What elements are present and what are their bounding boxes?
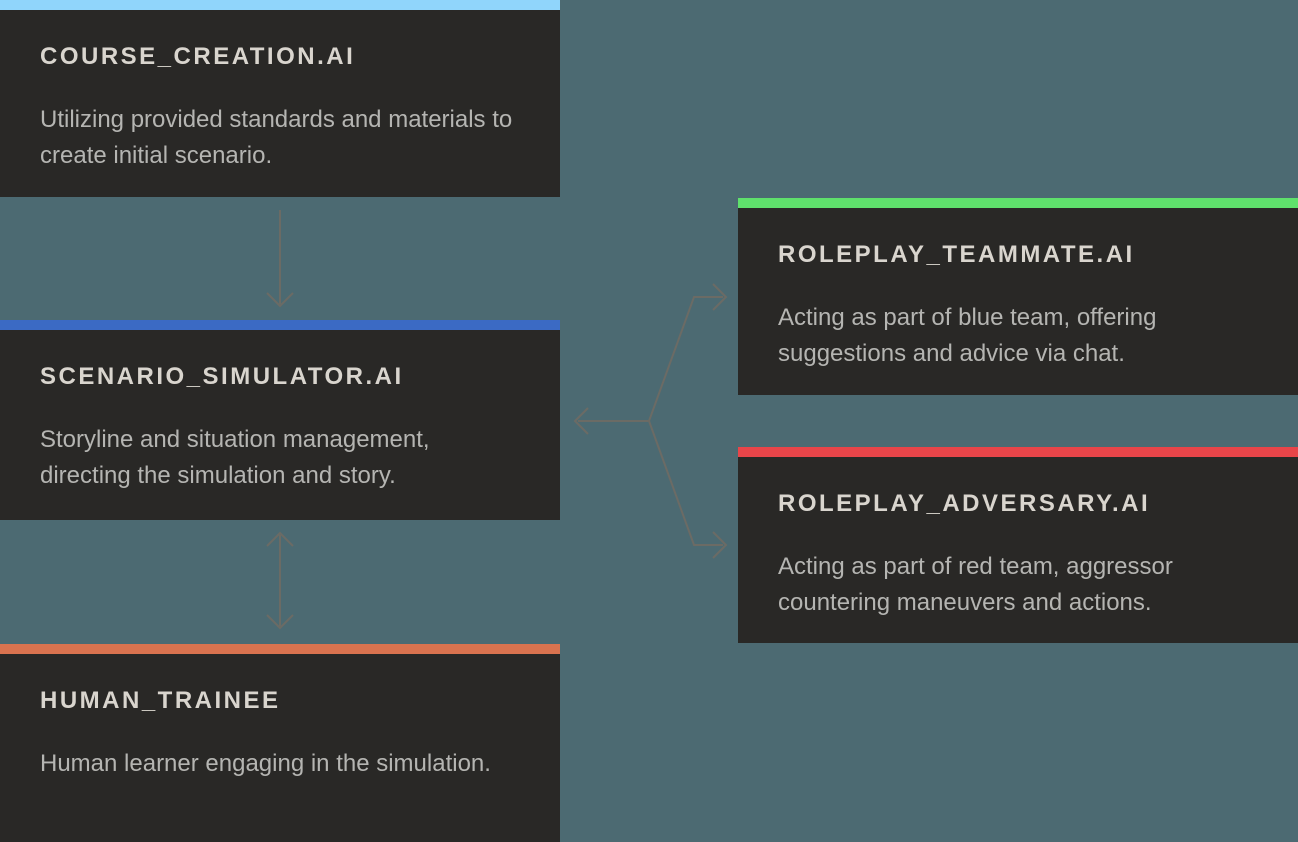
card-description: Storyline and situation management, dire… [40, 426, 430, 489]
arrow-branch-to-teammate [648, 283, 728, 422]
card-roleplay-teammate: ROLEPLAY_TEAMMATE.AI Acting as part of b… [738, 198, 1298, 395]
card-course-creation: COURSE_CREATION.AI Utilizing provided st… [0, 0, 560, 197]
accent-bar-green [738, 198, 1298, 208]
card-roleplay-adversary: ROLEPLAY_ADVERSARY.AI Acting as part of … [738, 447, 1298, 643]
card-title: HUMAN_TRAINEE [40, 687, 281, 714]
accent-bar-red [738, 447, 1298, 457]
arrow-branch-to-simulator [573, 407, 649, 435]
card-scenario-simulator: SCENARIO_SIMULATOR.AI Storyline and situ… [0, 320, 560, 520]
accent-bar-orange [0, 644, 560, 654]
arrow-simulator-trainee-two-way [266, 531, 294, 630]
card-title: COURSE_CREATION.AI [40, 43, 356, 70]
card-description: Acting as part of red team, aggressor co… [778, 553, 1173, 616]
accent-bar-blue [0, 320, 560, 330]
accent-bar-light-blue [0, 0, 560, 10]
arrow-course-to-simulator [266, 210, 294, 308]
card-title: ROLEPLAY_TEAMMATE.AI [778, 241, 1135, 268]
card-title: SCENARIO_SIMULATOR.AI [40, 363, 404, 390]
card-title: ROLEPLAY_ADVERSARY.AI [778, 490, 1151, 517]
arrow-branch-to-adversary [648, 420, 728, 559]
card-description: Human learner engaging in the simulation… [40, 750, 491, 777]
card-description: Utilizing provided standards and materia… [40, 106, 513, 169]
card-human-trainee: HUMAN_TRAINEE Human learner engaging in … [0, 644, 560, 842]
card-description: Acting as part of blue team, offering su… [778, 304, 1157, 367]
